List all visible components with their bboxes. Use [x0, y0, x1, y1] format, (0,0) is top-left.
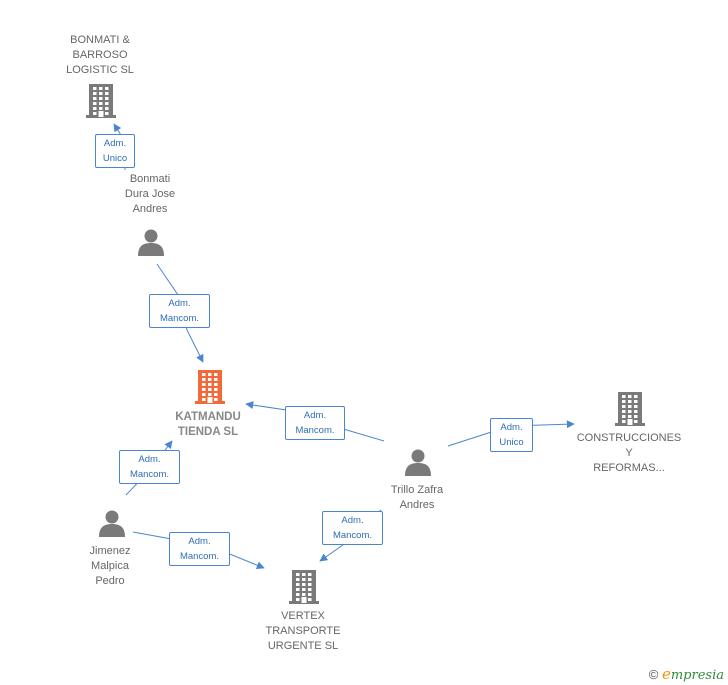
edge-label-line: Adm. [168, 298, 191, 309]
edge-label-line: Adm. [303, 410, 327, 421]
building-icon[interactable] [289, 570, 319, 609]
edge-label-adm-mancom: Adm. Mancom. [119, 450, 180, 484]
edge-label-adm-unico: Adm. Unico [490, 418, 533, 452]
node-label-line: VERTEX [281, 610, 325, 622]
person-icon[interactable] [404, 448, 432, 481]
footer-brand[interactable]: © empresia [649, 665, 724, 683]
person-icon[interactable] [98, 509, 126, 542]
node-label-line: Dura Jose [124, 188, 176, 200]
edge-label-line: Adm. [188, 536, 211, 547]
copyright-symbol: © [648, 667, 659, 682]
node-label-line: Bonmati [129, 173, 171, 185]
building-icon-highlighted[interactable] [195, 370, 225, 409]
brand-logo: empresia [661, 665, 724, 683]
company-label-construcciones[interactable]: CONSTRUCCIONES Y REFORMAS... [577, 431, 682, 476]
edge-label-adm-mancom: Adm. Mancom. [322, 511, 383, 545]
node-label-line: Trillo Zafra [390, 484, 444, 496]
edge-label-line: Unico [102, 153, 128, 164]
edge-label-line: Adm. [500, 422, 523, 433]
node-label-line: KATMANDU [175, 411, 241, 423]
edge-label-line: Unico [499, 437, 524, 448]
node-label-line: Pedro [95, 575, 125, 587]
node-label-line: LOGISTIC SL [66, 64, 134, 76]
node-label-line: URGENTE SL [267, 640, 339, 652]
edge-label-adm-mancom: Adm. Mancom. [169, 532, 230, 566]
node-label-line: TIENDA SL [177, 426, 239, 438]
node-label-line: TRANSPORTE [265, 625, 341, 637]
edge-label-line: Mancom. [332, 530, 373, 541]
person-icon[interactable] [137, 228, 165, 261]
node-label-line: BONMATI & [70, 34, 130, 46]
node-label-line: BARROSO [72, 49, 128, 61]
node-label-line: Jimenez [89, 545, 131, 557]
edge-label-line: Mancom. [179, 551, 220, 562]
edge-label-adm-mancom: Adm. Mancom. [149, 294, 210, 328]
edge-label-adm-unico: Adm. Unico [95, 134, 135, 168]
building-icon[interactable] [86, 84, 116, 123]
building-icon[interactable] [615, 392, 645, 431]
node-label-line: Andres [132, 203, 168, 215]
node-label-line: Andres [399, 499, 435, 511]
node-label-line: REFORMAS... [593, 462, 665, 474]
node-label-line: CONSTRUCCIONES [576, 432, 682, 444]
edge-label-adm-mancom: Adm. Mancom. [285, 406, 345, 440]
node-label-line: Y [625, 447, 633, 459]
company-label-katmandu[interactable]: KATMANDU TIENDA SL [175, 410, 241, 440]
edge-label-line: Adm. [103, 138, 127, 149]
edge-label-line: Mancom. [159, 313, 200, 324]
node-label-line: Malpica [91, 560, 129, 572]
company-label-vertex[interactable]: VERTEX TRANSPORTE URGENTE SL [266, 609, 341, 654]
edge-label-line: Adm. [341, 515, 364, 526]
company-label-bonmati-barroso[interactable]: BONMATI & BARROSO LOGISTIC SL [66, 33, 134, 78]
edge-label-line: Mancom. [129, 469, 170, 480]
edge-label-line: Adm. [138, 454, 161, 465]
edge-label-line: Mancom. [295, 425, 335, 436]
